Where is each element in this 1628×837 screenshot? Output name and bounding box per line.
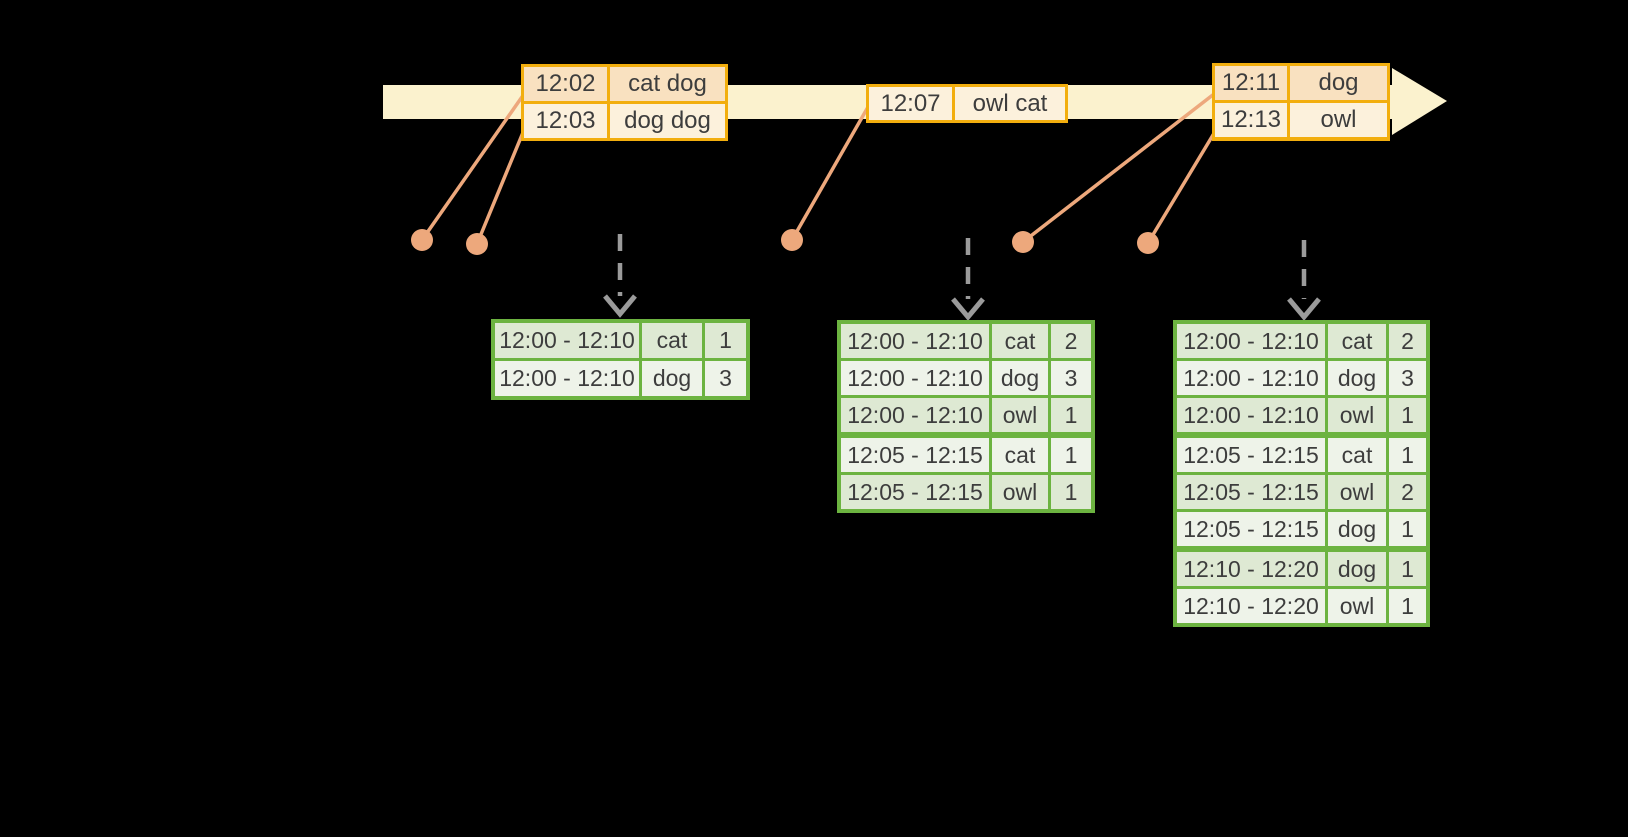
event-cell-time: 12:11 — [1215, 66, 1287, 100]
result-cell-word: cat — [1328, 438, 1386, 472]
result-cell-window: 12:00 - 12:10 — [841, 361, 989, 395]
result-table-1: 12:00 - 12:10 cat 1 12:00 - 12:10 dog 3 — [491, 319, 750, 400]
result-cell-window: 12:00 - 12:10 — [1177, 361, 1325, 395]
event-cell-time: 12:02 — [524, 67, 607, 101]
result-cell-window: 12:05 - 12:15 — [1177, 475, 1325, 509]
result-cell-count: 1 — [1389, 438, 1426, 472]
result-cell-window: 12:00 - 12:10 — [495, 361, 639, 396]
result-table-2: 12:00 - 12:10 cat 2 12:00 - 12:10 dog 3 … — [837, 320, 1095, 513]
result-cell-window: 12:05 - 12:15 — [841, 438, 989, 472]
result-cell-count: 3 — [705, 361, 746, 396]
event-cell-words: cat dog — [610, 67, 725, 101]
event-cell-time: 12:13 — [1215, 103, 1287, 137]
result-cell-count: 1 — [1389, 398, 1426, 432]
result-cell-window: 12:10 - 12:20 — [1177, 552, 1325, 586]
trigger-arrowhead — [951, 297, 985, 321]
result-cell-word: cat — [642, 323, 702, 358]
event-dot — [466, 233, 488, 255]
result-cell-window: 12:05 - 12:15 — [1177, 512, 1325, 546]
event-connector-line — [1146, 129, 1218, 244]
result-cell-word: dog — [1328, 552, 1386, 586]
event-connector-line — [790, 106, 870, 241]
result-cell-count: 1 — [1051, 398, 1091, 432]
event-cell-words: owl cat — [955, 87, 1065, 120]
result-cell-word: owl — [1328, 475, 1386, 509]
result-cell-window: 12:05 - 12:15 — [841, 475, 989, 509]
result-cell-count: 1 — [1389, 512, 1426, 546]
result-cell-window: 12:00 - 12:10 — [841, 324, 989, 358]
event-box-1: 12:02 cat dog 12:03 dog dog — [521, 64, 728, 141]
event-box-3: 12:11 dog 12:13 owl — [1212, 63, 1390, 141]
result-cell-count: 1 — [1389, 589, 1426, 623]
result-cell-count: 1 — [705, 323, 746, 358]
result-cell-word: dog — [1328, 512, 1386, 546]
result-cell-word: owl — [992, 475, 1048, 509]
result-cell-count: 1 — [1051, 475, 1091, 509]
result-cell-count: 3 — [1051, 361, 1091, 395]
event-connector-line — [475, 129, 526, 245]
trigger-arrowhead — [603, 294, 637, 318]
result-cell-count: 1 — [1051, 438, 1091, 472]
event-cell-words: owl — [1290, 103, 1387, 137]
result-cell-word: cat — [992, 324, 1048, 358]
event-dot — [411, 229, 433, 251]
result-cell-word: owl — [1328, 589, 1386, 623]
result-cell-word: owl — [992, 398, 1048, 432]
result-cell-word: dog — [1328, 361, 1386, 395]
event-connector-line — [1021, 92, 1216, 244]
result-cell-window: 12:00 - 12:10 — [1177, 398, 1325, 432]
event-cell-words: dog — [1290, 66, 1387, 100]
event-cell-time: 12:07 — [869, 87, 952, 120]
event-box-2: 12:07 owl cat — [866, 84, 1068, 123]
event-cell-time: 12:03 — [524, 104, 607, 138]
trigger-arrowhead — [1287, 297, 1321, 321]
event-cell-words: dog dog — [610, 104, 725, 138]
result-cell-word: owl — [1328, 398, 1386, 432]
timeline-arrowhead — [1392, 68, 1447, 135]
event-dot — [1012, 231, 1034, 253]
result-cell-count: 2 — [1389, 475, 1426, 509]
result-cell-window: 12:00 - 12:10 — [1177, 324, 1325, 358]
result-cell-window: 12:05 - 12:15 — [1177, 438, 1325, 472]
result-cell-word: dog — [992, 361, 1048, 395]
result-cell-window: 12:10 - 12:20 — [1177, 589, 1325, 623]
result-cell-window: 12:00 - 12:10 — [841, 398, 989, 432]
event-dot — [781, 229, 803, 251]
result-cell-word: cat — [1328, 324, 1386, 358]
result-table-3: 12:00 - 12:10 cat 2 12:00 - 12:10 dog 3 … — [1173, 320, 1430, 627]
result-cell-count: 2 — [1051, 324, 1091, 358]
result-cell-window: 12:00 - 12:10 — [495, 323, 639, 358]
event-connector-line — [420, 92, 526, 242]
result-cell-count: 3 — [1389, 361, 1426, 395]
result-cell-word: cat — [992, 438, 1048, 472]
result-cell-count: 1 — [1389, 552, 1426, 586]
event-dot — [1137, 232, 1159, 254]
result-cell-count: 2 — [1389, 324, 1426, 358]
result-cell-word: dog — [642, 361, 702, 396]
